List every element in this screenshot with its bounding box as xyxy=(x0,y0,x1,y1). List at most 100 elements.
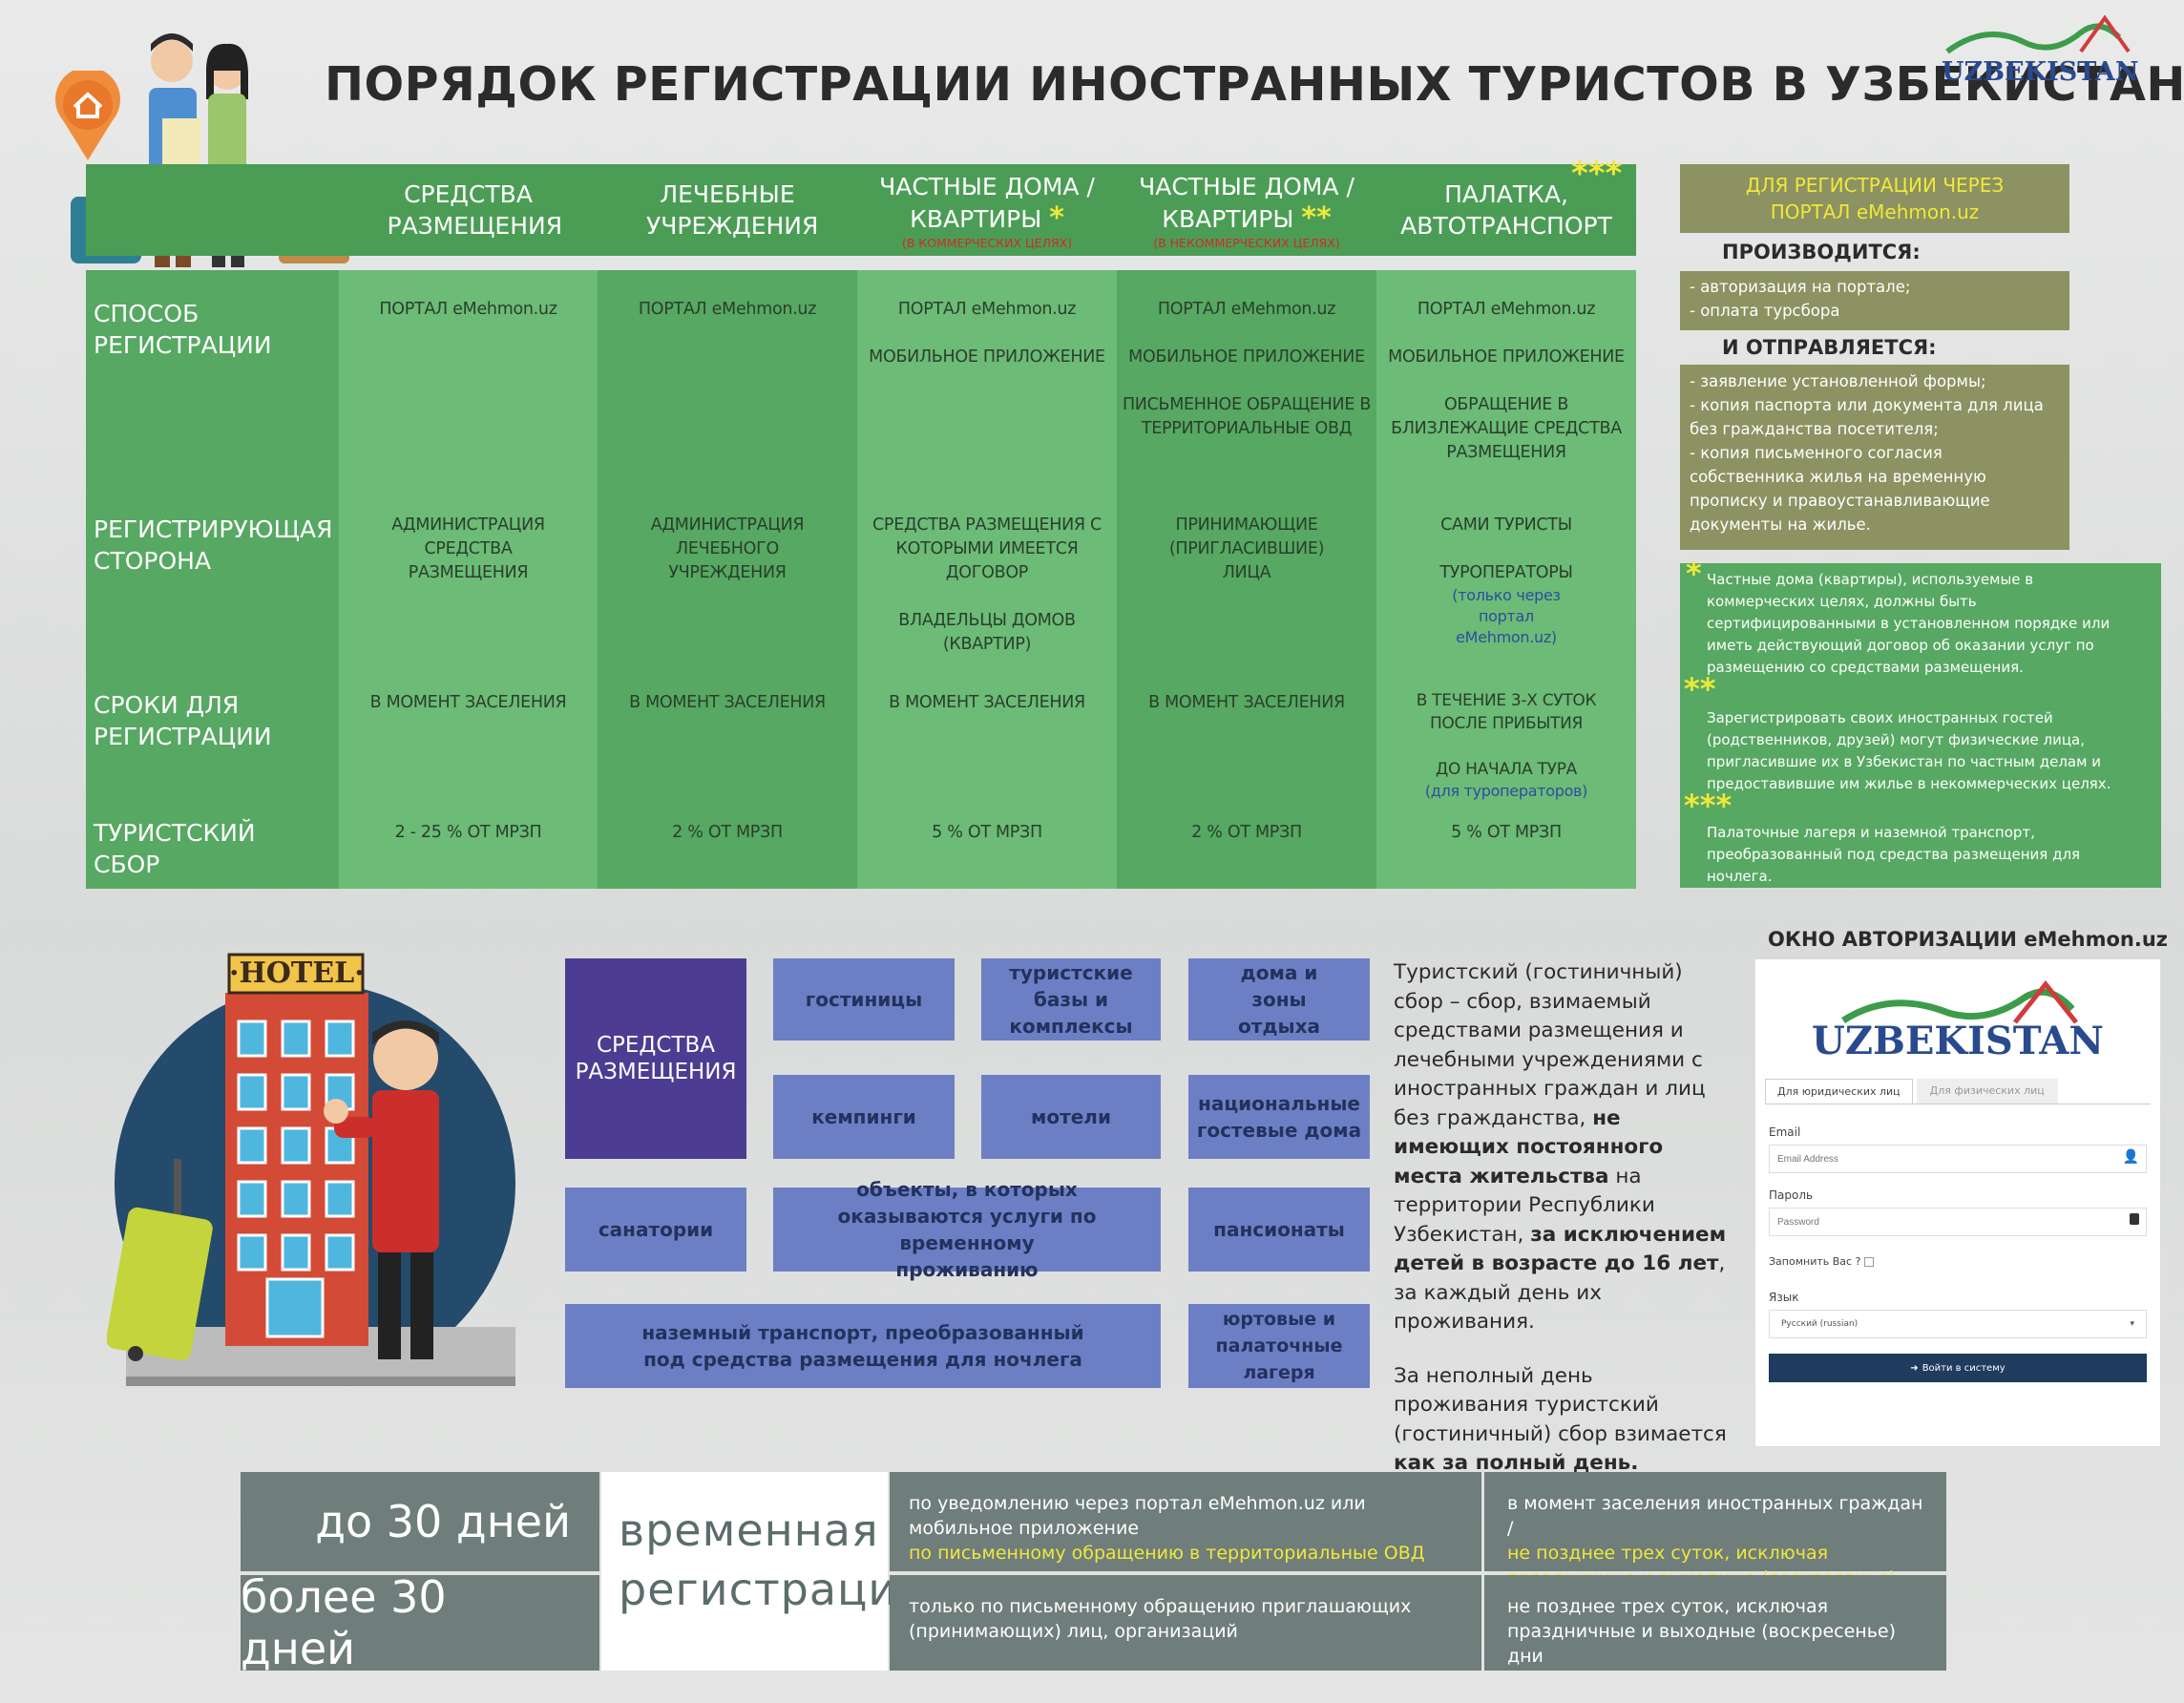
language-label: Язык xyxy=(1769,1291,1799,1304)
period-short: до 30 дней xyxy=(241,1472,599,1571)
table-cell: В ТЕЧЕНИЕ 3-Х СУТОК ПОСЛЕ ПРИБЫТИЯ ДО НА… xyxy=(1405,689,1607,802)
period-long-text: более 30 дней xyxy=(241,1571,447,1674)
cell-text: САМИ ТУРИСТЫ ТУРОПЕРАТОРЫ xyxy=(1439,515,1573,582)
table-cell: В МОМЕНТ ЗАСЕЛЕНИЯ xyxy=(889,693,1085,712)
table-cell: 5 % ОТ МРЗП xyxy=(1451,823,1562,842)
table-cell: ПОРТАЛ eMehmon.uz xyxy=(379,300,557,319)
column-header-subtitle: (В КОММЕРЧЕСКИХ ЦЕЛЯХ) xyxy=(901,235,1073,250)
login-button-label: Войти в систему xyxy=(1922,1362,2006,1374)
sent-label: И ОТПРАВЛЯЕТСЯ: xyxy=(1722,336,1937,359)
user-icon: 👤 xyxy=(2122,1149,2139,1165)
login-window-title: ОКНО АВТОРИЗАЦИИ eMehmon.uz xyxy=(1768,928,2169,951)
fee-text-bold: как за полный день. xyxy=(1394,1451,1639,1475)
remember-checkbox[interactable] xyxy=(1864,1256,1875,1267)
asterisk-mark: *** xyxy=(1571,155,1623,193)
period-short-text: до 30 дней xyxy=(315,1496,571,1547)
fee-description: Туристский (гостиничный) сбор – сбор, вз… xyxy=(1394,958,1728,1479)
table-cell: ПОРТАЛ eMehmon.uz МОБИЛЬНОЕ ПРИЛОЖЕНИЕ xyxy=(869,300,1105,367)
short-method-text-highlight: по письменному обращению в территориальн… xyxy=(909,1543,1425,1564)
column-header-subtitle: (В НЕКОММЕРЧЕСКИХ ЦЕЛЯХ) xyxy=(1153,235,1340,250)
fee-paragraph-1: Туристский (гостиничный) сбор – сбор, вз… xyxy=(1394,958,1728,1337)
footnote-3: ***Палаточные лагеря и наземной транспор… xyxy=(1684,790,2144,888)
fee-text-bold: за исключением детей в возрасте до 16 ле… xyxy=(1394,1222,1727,1276)
column-header-title: ЧАСТНЫЕ ДОМА / КВАРТИРЫ xyxy=(1139,172,1354,233)
login-button[interactable]: ➜Войти в систему xyxy=(1769,1354,2147,1382)
short-deadline-text: в момент заселения иностранных граждан / xyxy=(1507,1493,1923,1539)
row-label-fee: ТУРИСТСКИЙ СБОР xyxy=(94,819,256,878)
accommodation-item: кемпинги xyxy=(773,1075,955,1159)
table-cell: СРЕДСТВА РАЗМЕЩЕНИЯ С КОТОРЫМИ ИМЕЕТСЯ Д… xyxy=(872,515,1102,654)
produced-list: - авторизация на портале; - оплата турсб… xyxy=(1680,271,2069,330)
table-cell: ПРИНИМАЮЩИЕ (ПРИГЛАСИВШИЕ) ЛИЦА xyxy=(1168,515,1325,582)
language-value: Русский (russian) xyxy=(1781,1319,1858,1329)
footnote-1: *Частные дома (квартиры), используемые в… xyxy=(1686,558,2144,679)
table-cell: АДМИНИСТРАЦИЯ СРЕДСТВА РАЗМЕЩЕНИЯ xyxy=(391,515,545,582)
column-2 xyxy=(598,270,857,889)
remember-row: Запомнить Вас ? xyxy=(1769,1255,2147,1268)
accommodation-item: пансионаты xyxy=(1188,1188,1370,1272)
footnote-text: Зарегистрировать своих иностранных госте… xyxy=(1707,709,2111,792)
table-cell: В МОМЕНТ ЗАСЕЛЕНИЯ xyxy=(369,693,567,712)
fee-text: на территории Республики Узбекистан, xyxy=(1394,1164,1655,1247)
short-method: по уведомлению через портал eMehmon.uz и… xyxy=(890,1472,1481,1571)
accommodation-item: туристские базы и комплексы xyxy=(981,958,1161,1041)
login-logo: UZBEKISTAN xyxy=(1755,979,2160,1063)
page-title: ПОРЯДОК РЕГИСТРАЦИИ ИНОСТРАННЫХ ТУРИСТОВ… xyxy=(325,57,2184,112)
asterisk-mark: ** xyxy=(1301,200,1332,235)
cell-text: В ТЕЧЕНИЕ 3-Х СУТОК ПОСЛЕ ПРИБЫТИЯ ДО НА… xyxy=(1416,691,1597,779)
row-label-terms: СРОКИ ДЛЯ РЕГИСТРАЦИИ xyxy=(94,691,272,750)
fee-text: За неполный день проживания туристский (… xyxy=(1394,1363,1727,1446)
asterisk-mark: ** xyxy=(1684,671,1716,707)
footnotes-panel: *Частные дома (квартиры), используемые в… xyxy=(1680,558,2161,888)
column-header-title: ЧАСТНЫЕ ДОМА / КВАРТИРЫ xyxy=(879,172,1095,233)
accommodation-item: национальные гостевые дома xyxy=(1188,1075,1370,1159)
portal-title: ДЛЯ РЕГИСТРАЦИИ ЧЕРЕЗ ПОРТАЛ eMehmon.uz xyxy=(1680,164,2069,233)
temporary-text: временная xyxy=(619,1504,879,1556)
accommodation-item: санатории xyxy=(565,1188,746,1272)
column-5 xyxy=(1376,270,1636,889)
row-label-method: СПОСОБ РЕГИСТРАЦИИ xyxy=(94,300,272,359)
registration-text: регистрация xyxy=(619,1564,925,1615)
short-method-text: по уведомлению через портал eMehmon.uz и… xyxy=(909,1493,1366,1539)
tab-legal[interactable]: Для юридических лиц xyxy=(1765,1079,1913,1104)
table-cell: ПОРТАЛ eMehmon.uz МОБИЛЬНОЕ ПРИЛОЖЕНИЕ П… xyxy=(1122,300,1372,438)
asterisk-mark: * xyxy=(1686,556,1702,592)
fee-text: Туристский (гостиничный) сбор – сбор, вз… xyxy=(1394,960,1706,1130)
footnote-2: **Зарегистрировать своих иностранных гос… xyxy=(1684,674,2144,795)
login-logo-text: UZBEKISTAN xyxy=(1812,1019,2104,1063)
table-cell: В МОМЕНТ ЗАСЕЛЕНИЯ xyxy=(1148,693,1345,712)
long-method-text: только по письменному обращению приглаша… xyxy=(909,1596,1412,1642)
table-cell: 2 % ОТ МРЗП xyxy=(672,823,783,842)
email-label: Email xyxy=(1769,1125,1801,1139)
table-cell: ПОРТАЛ eMehmon.uz МОБИЛЬНОЕ ПРИЛОЖЕНИЕ О… xyxy=(1388,300,1625,462)
asterisk-mark: *** xyxy=(1684,788,1732,824)
login-icon: ➜ xyxy=(1910,1362,1919,1374)
long-deadline: не позднее трех суток, исключая празднич… xyxy=(1484,1575,1946,1671)
column-header-title: ПАЛАТКА, АВТОТРАНСПОРТ xyxy=(1400,180,1612,240)
long-method: только по письменному обращению приглаша… xyxy=(890,1575,1481,1671)
column-1 xyxy=(339,270,598,889)
password-field[interactable] xyxy=(1769,1208,2147,1236)
tab-individual[interactable]: Для физических лиц xyxy=(1916,1079,2058,1104)
table-cell: ПОРТАЛ eMehmon.uz xyxy=(638,300,817,319)
chevron-down-icon: ▾ xyxy=(2130,1319,2134,1329)
table-cell: 5 % ОТ МРЗП xyxy=(932,823,1042,842)
bellboy-icon xyxy=(315,1012,496,1365)
fee-text-bold: не имеющих постоянного места жительства xyxy=(1394,1105,1664,1188)
accommodation-main: СРЕДСТВА РАЗМЕЩЕНИЯ xyxy=(565,958,746,1159)
table-cell: В МОМЕНТ ЗАСЕЛЕНИЯ xyxy=(629,693,826,712)
fee-text: , за каждый день их проживания. xyxy=(1394,1251,1726,1334)
table-header-bar xyxy=(86,164,1636,256)
suitcase-icon xyxy=(106,1155,221,1365)
row-label-column xyxy=(86,270,339,889)
footnote-text: Палаточные лагеря и наземной транспорт, … xyxy=(1707,824,2081,885)
asterisk-mark: * xyxy=(1049,200,1064,235)
email-field[interactable] xyxy=(1769,1145,2147,1173)
column-header-1: СРЕДСТВА РАЗМЕЩЕНИЯ xyxy=(339,164,598,256)
language-select[interactable]: Русский (russian) ▾ xyxy=(1769,1310,2147,1338)
lock-icon xyxy=(2130,1213,2139,1225)
row-label-party: РЕГИСТРИРУЮЩАЯ СТОРОНА xyxy=(94,515,333,575)
cell-note: (только через портал eMehmon.uz) xyxy=(1452,586,1561,646)
password-label: Пароль xyxy=(1769,1188,1814,1202)
hotel-sign: ·HOTEL· xyxy=(229,957,365,990)
